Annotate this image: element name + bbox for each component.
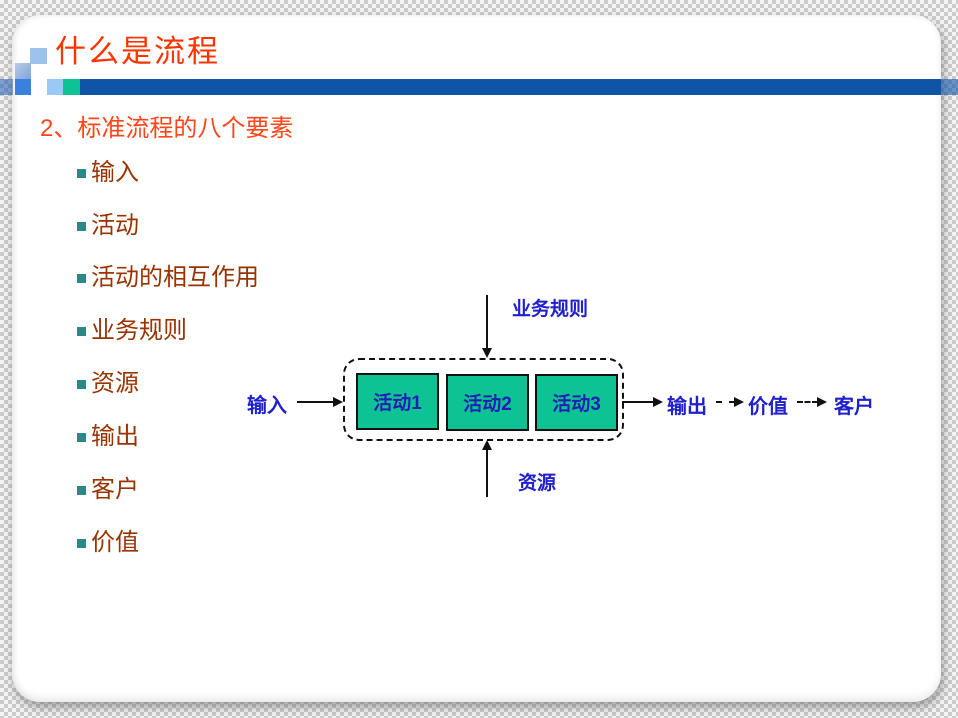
bullet-label: 活动 [91, 212, 139, 239]
bullet-label: 客户 [91, 476, 139, 503]
customer-arrowhead-icon [817, 397, 827, 407]
list-item: 输出 [77, 424, 139, 450]
rules-arrowhead-icon [482, 348, 492, 358]
title-divider-bar [80, 79, 941, 95]
activity-box-3: 活动3 [535, 374, 618, 431]
bullet-label: 资源 [91, 370, 139, 397]
page-title: 什么是流程 [55, 34, 220, 69]
square-bullet-icon [77, 379, 86, 389]
list-item: 价值 [77, 530, 139, 556]
section-heading: 2、标准流程的八个要素 [40, 115, 294, 142]
bullet-label: 活动的相互作用 [91, 264, 259, 291]
output-arrowhead-icon [653, 397, 663, 407]
diagram-input-label: 输入 [247, 395, 287, 417]
output-arrow-line [622, 401, 654, 403]
value-arrowhead-icon [734, 397, 744, 407]
list-item: 活动的相互作用 [77, 265, 259, 291]
list-item: 输入 [77, 160, 139, 186]
square-bullet-icon [77, 273, 86, 283]
bullet-label: 业务规则 [91, 317, 187, 344]
bullet-label: 输入 [91, 159, 139, 186]
diagram-value-label: 价值 [748, 396, 788, 418]
value-dashed-line [716, 401, 735, 403]
square-bullet-icon [77, 326, 86, 336]
diagram-resources-label: 资源 [518, 473, 557, 494]
square-bullet-icon [77, 168, 86, 178]
rules-arrow-line [486, 295, 488, 349]
bullet-label: 输出 [91, 423, 139, 450]
accent-square-mid [15, 63, 31, 79]
diagram-output-label: 输出 [667, 396, 707, 418]
square-bullet-icon [77, 485, 86, 495]
resources-arrow-line [486, 449, 488, 497]
list-item: 资源 [77, 371, 139, 397]
input-arrow-line [297, 401, 334, 403]
resources-arrowhead-icon [482, 440, 492, 450]
activity-box-1: 活动1 [356, 373, 439, 430]
square-bullet-icon [77, 432, 86, 442]
diagram-rules-label: 业务规则 [512, 299, 589, 320]
bullet-label: 价值 [91, 529, 139, 556]
accent-square-green [63, 79, 80, 95]
accent-square-bright [15, 79, 31, 95]
diagram-customer-label: 客户 [834, 396, 874, 418]
square-bullet-icon [77, 221, 86, 231]
square-bullet-icon [77, 538, 86, 548]
input-arrowhead-icon [333, 397, 343, 407]
customer-dashed-line [797, 401, 818, 403]
list-item: 活动 [77, 213, 139, 239]
accent-square-edge [0, 79, 13, 95]
list-item: 客户 [77, 477, 139, 503]
accent-square-light-bar [47, 79, 63, 95]
list-item: 业务规则 [77, 318, 187, 344]
title-divider-bar-overhang [941, 79, 958, 95]
accent-square-light-top [30, 48, 47, 64]
activity-box-2: 活动2 [446, 374, 529, 431]
